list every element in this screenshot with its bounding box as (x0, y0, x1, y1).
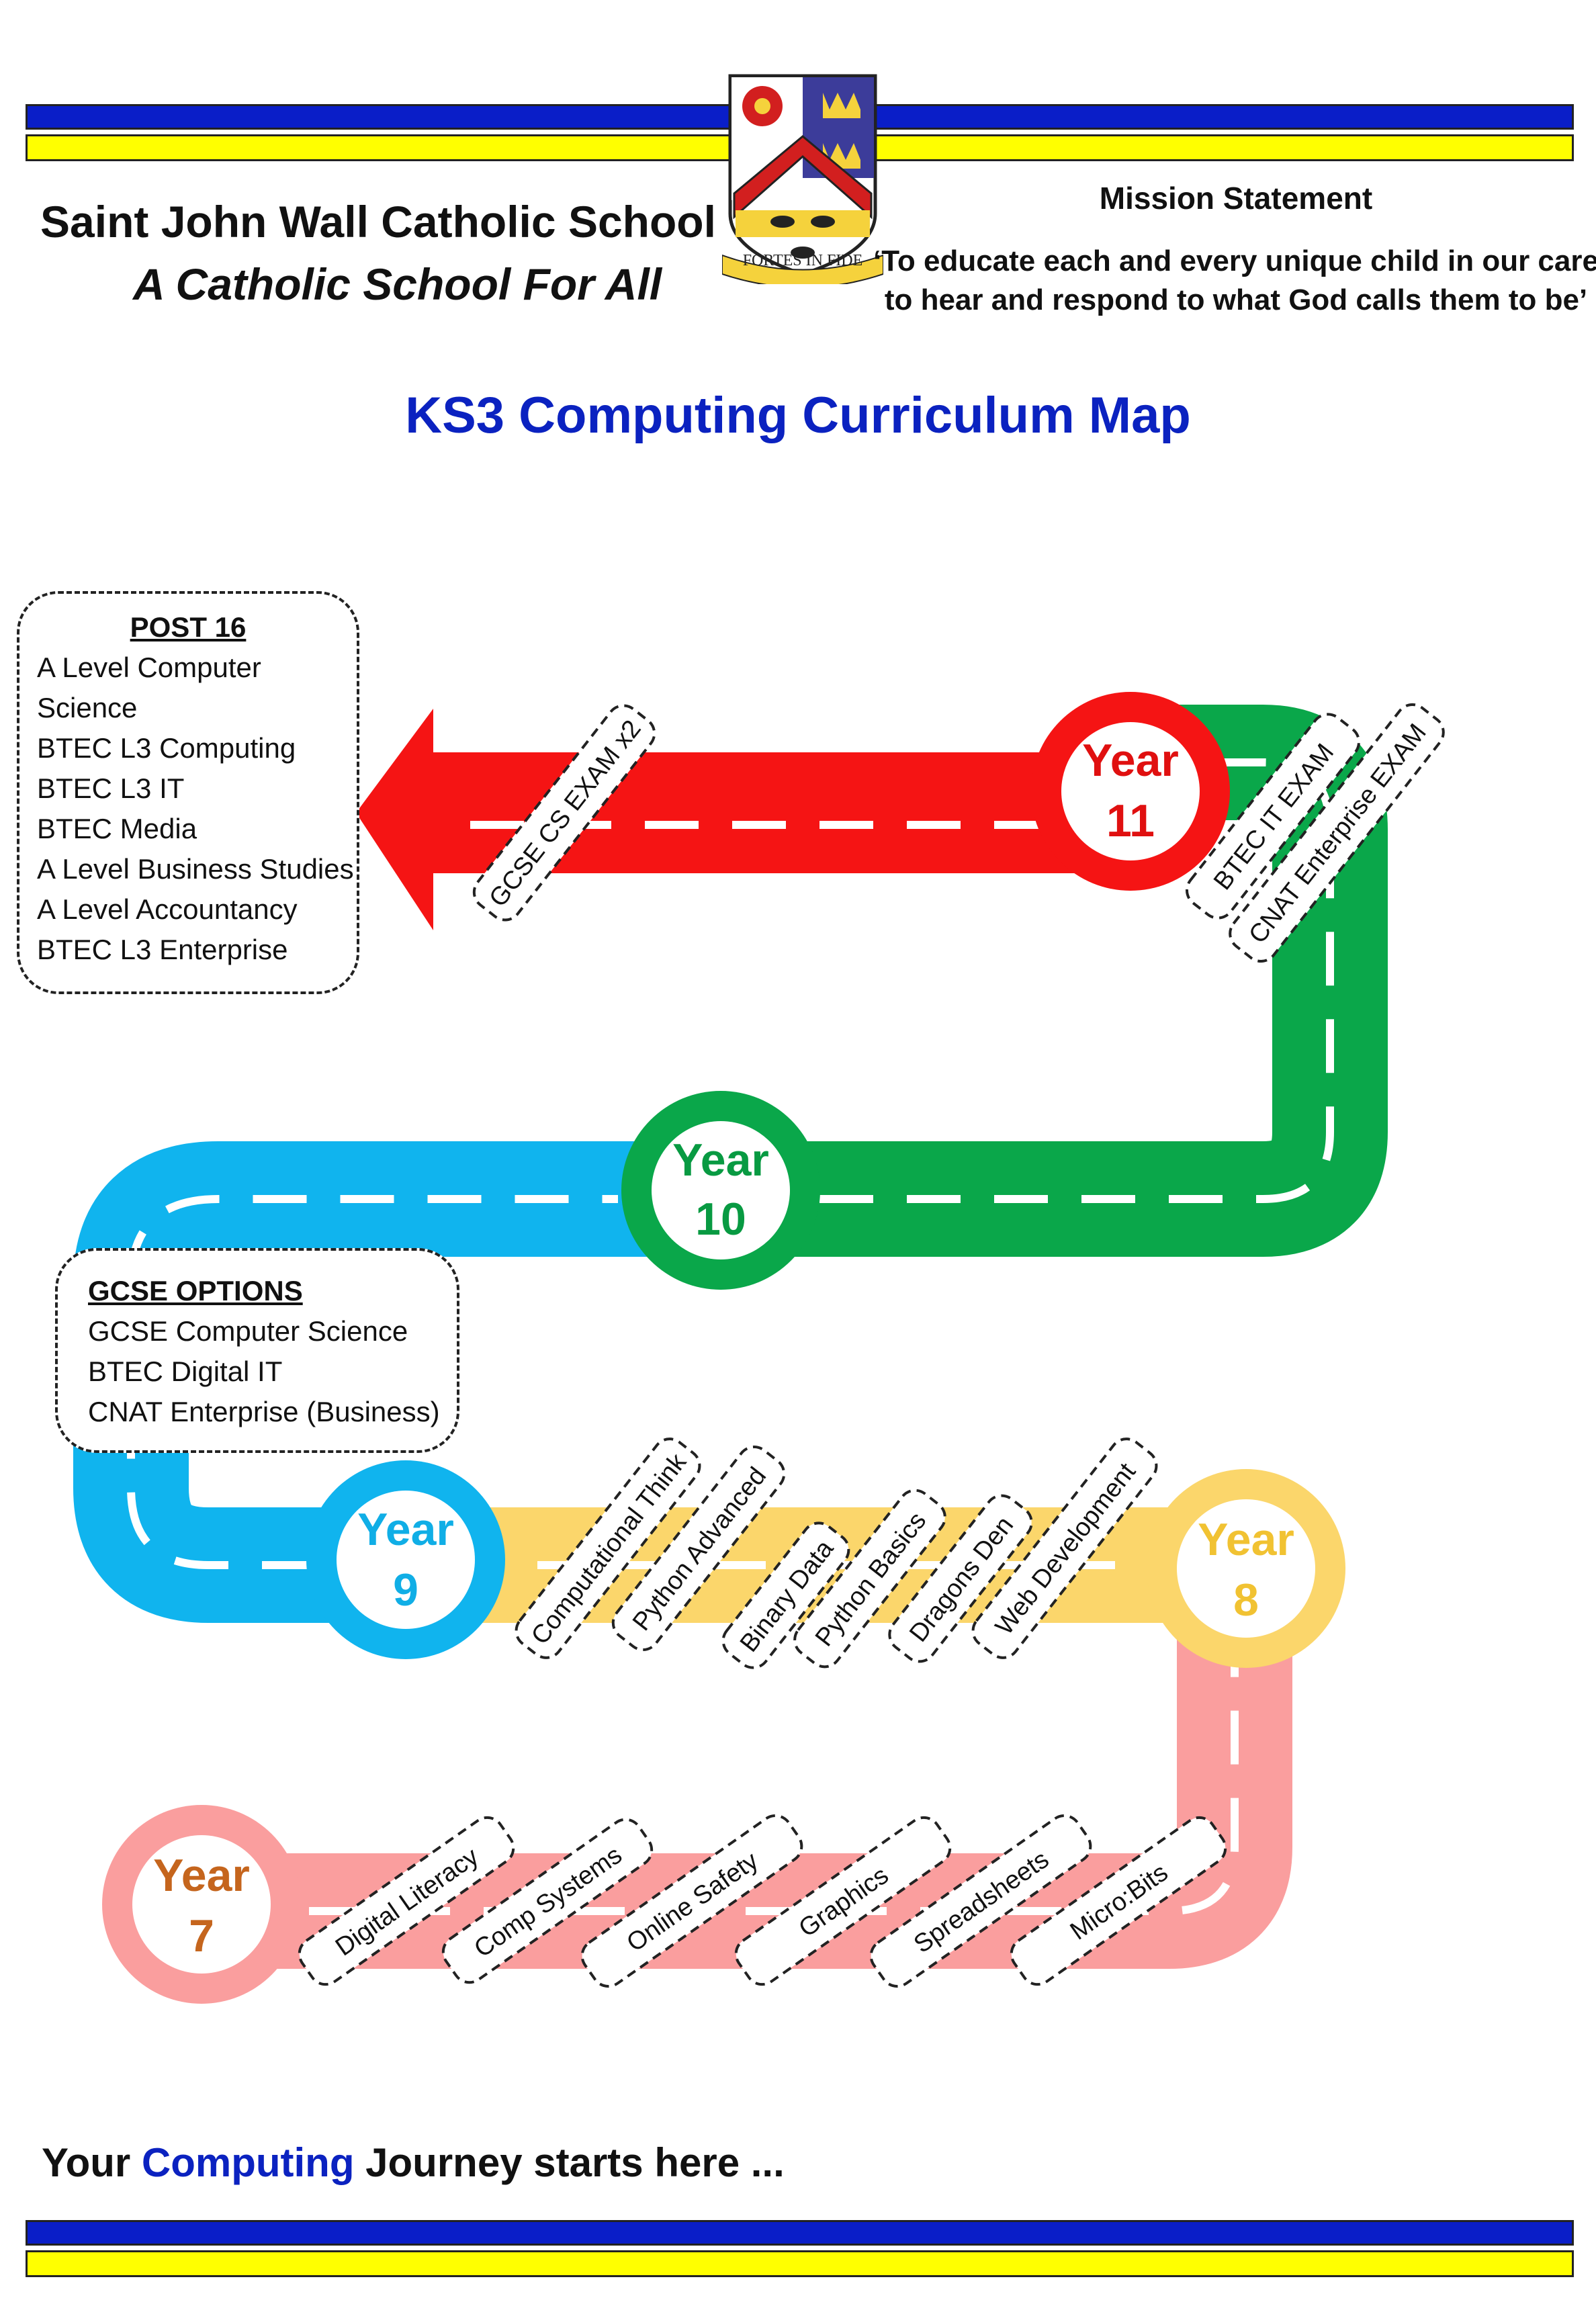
footer-prefix: Your (42, 2140, 142, 2185)
footer-tagline: Your Computing Journey starts here ... (42, 2139, 785, 2186)
gcse-option-item: BTEC Digital IT (88, 1356, 283, 1387)
gcse-options-box: GCSE OPTIONS GCSE Computer Science BTEC … (55, 1248, 459, 1453)
year-7-number: 7 (189, 1910, 214, 1961)
year-8-node: Year 8 (1147, 1469, 1345, 1668)
footer-suffix: Journey starts here ... (354, 2140, 785, 2185)
post16-item: BTEC L3 IT (37, 772, 185, 804)
post16-item: BTEC L3 Enterprise (37, 934, 288, 965)
mission-line-2: to hear and respond to what God calls th… (884, 283, 1588, 316)
post16-item: A Level Computer (37, 652, 261, 683)
footer-blue-bar (26, 2220, 1574, 2246)
mission-line-1: ‘To educate each and every unique child … (873, 245, 1596, 277)
road-year11-arrow (356, 709, 1128, 930)
post16-item: A Level Accountancy (37, 893, 298, 925)
year-11-number: 11 (1106, 795, 1155, 846)
road-year10-lane-markings (819, 758, 1334, 1203)
post16-item: Science (37, 692, 138, 723)
bird-icon (770, 216, 835, 259)
post16-item: BTEC Media (37, 813, 197, 844)
footer-highlight: Computing (141, 2140, 355, 2185)
road-year7-lane-markings (309, 1565, 1239, 1915)
footer-yellow-bar (26, 2250, 1574, 2277)
year-7-label: Year (153, 1850, 250, 1901)
year-9-node: Year 9 (306, 1460, 505, 1659)
post16-item: A Level Business Studies (37, 853, 354, 885)
crest-motto: FORTES IN FIDE (742, 252, 863, 269)
school-motto: A Catholic School For All (133, 259, 662, 309)
year-11-label: Year (1082, 735, 1179, 786)
year-7-node: Year 7 (102, 1805, 301, 2004)
school-crest-logo (722, 74, 883, 284)
mission-statement-text: ‘To educate each and every unique child … (873, 242, 1596, 320)
school-name: Saint John Wall Catholic School (40, 197, 716, 247)
year-10-number: 10 (695, 1194, 746, 1245)
gcse-options-title: GCSE OPTIONS (88, 1275, 303, 1307)
page-title: KS3 Computing Curriculum Map (405, 387, 1191, 444)
mission-statement-title: Mission Statement (1099, 181, 1373, 216)
year-8-label: Year (1198, 1514, 1294, 1565)
year-10-label: Year (672, 1135, 769, 1186)
post16-item: BTEC L3 Computing (37, 732, 296, 764)
gcse-option-item: GCSE Computer Science (88, 1315, 408, 1347)
year-9-label: Year (357, 1504, 454, 1555)
year-8-number: 8 (1233, 1575, 1259, 1626)
post16-options-box: POST 16 A Level Computer Science BTEC L3… (17, 591, 359, 994)
rose-icon (742, 86, 783, 126)
year-11-node: Year 11 (1031, 692, 1230, 891)
year-9-number: 9 (393, 1564, 418, 1615)
post16-title: POST 16 (130, 611, 247, 643)
gcse-option-item: CNAT Enterprise (Business) (88, 1396, 440, 1427)
year-10-node: Year 10 (621, 1091, 820, 1290)
